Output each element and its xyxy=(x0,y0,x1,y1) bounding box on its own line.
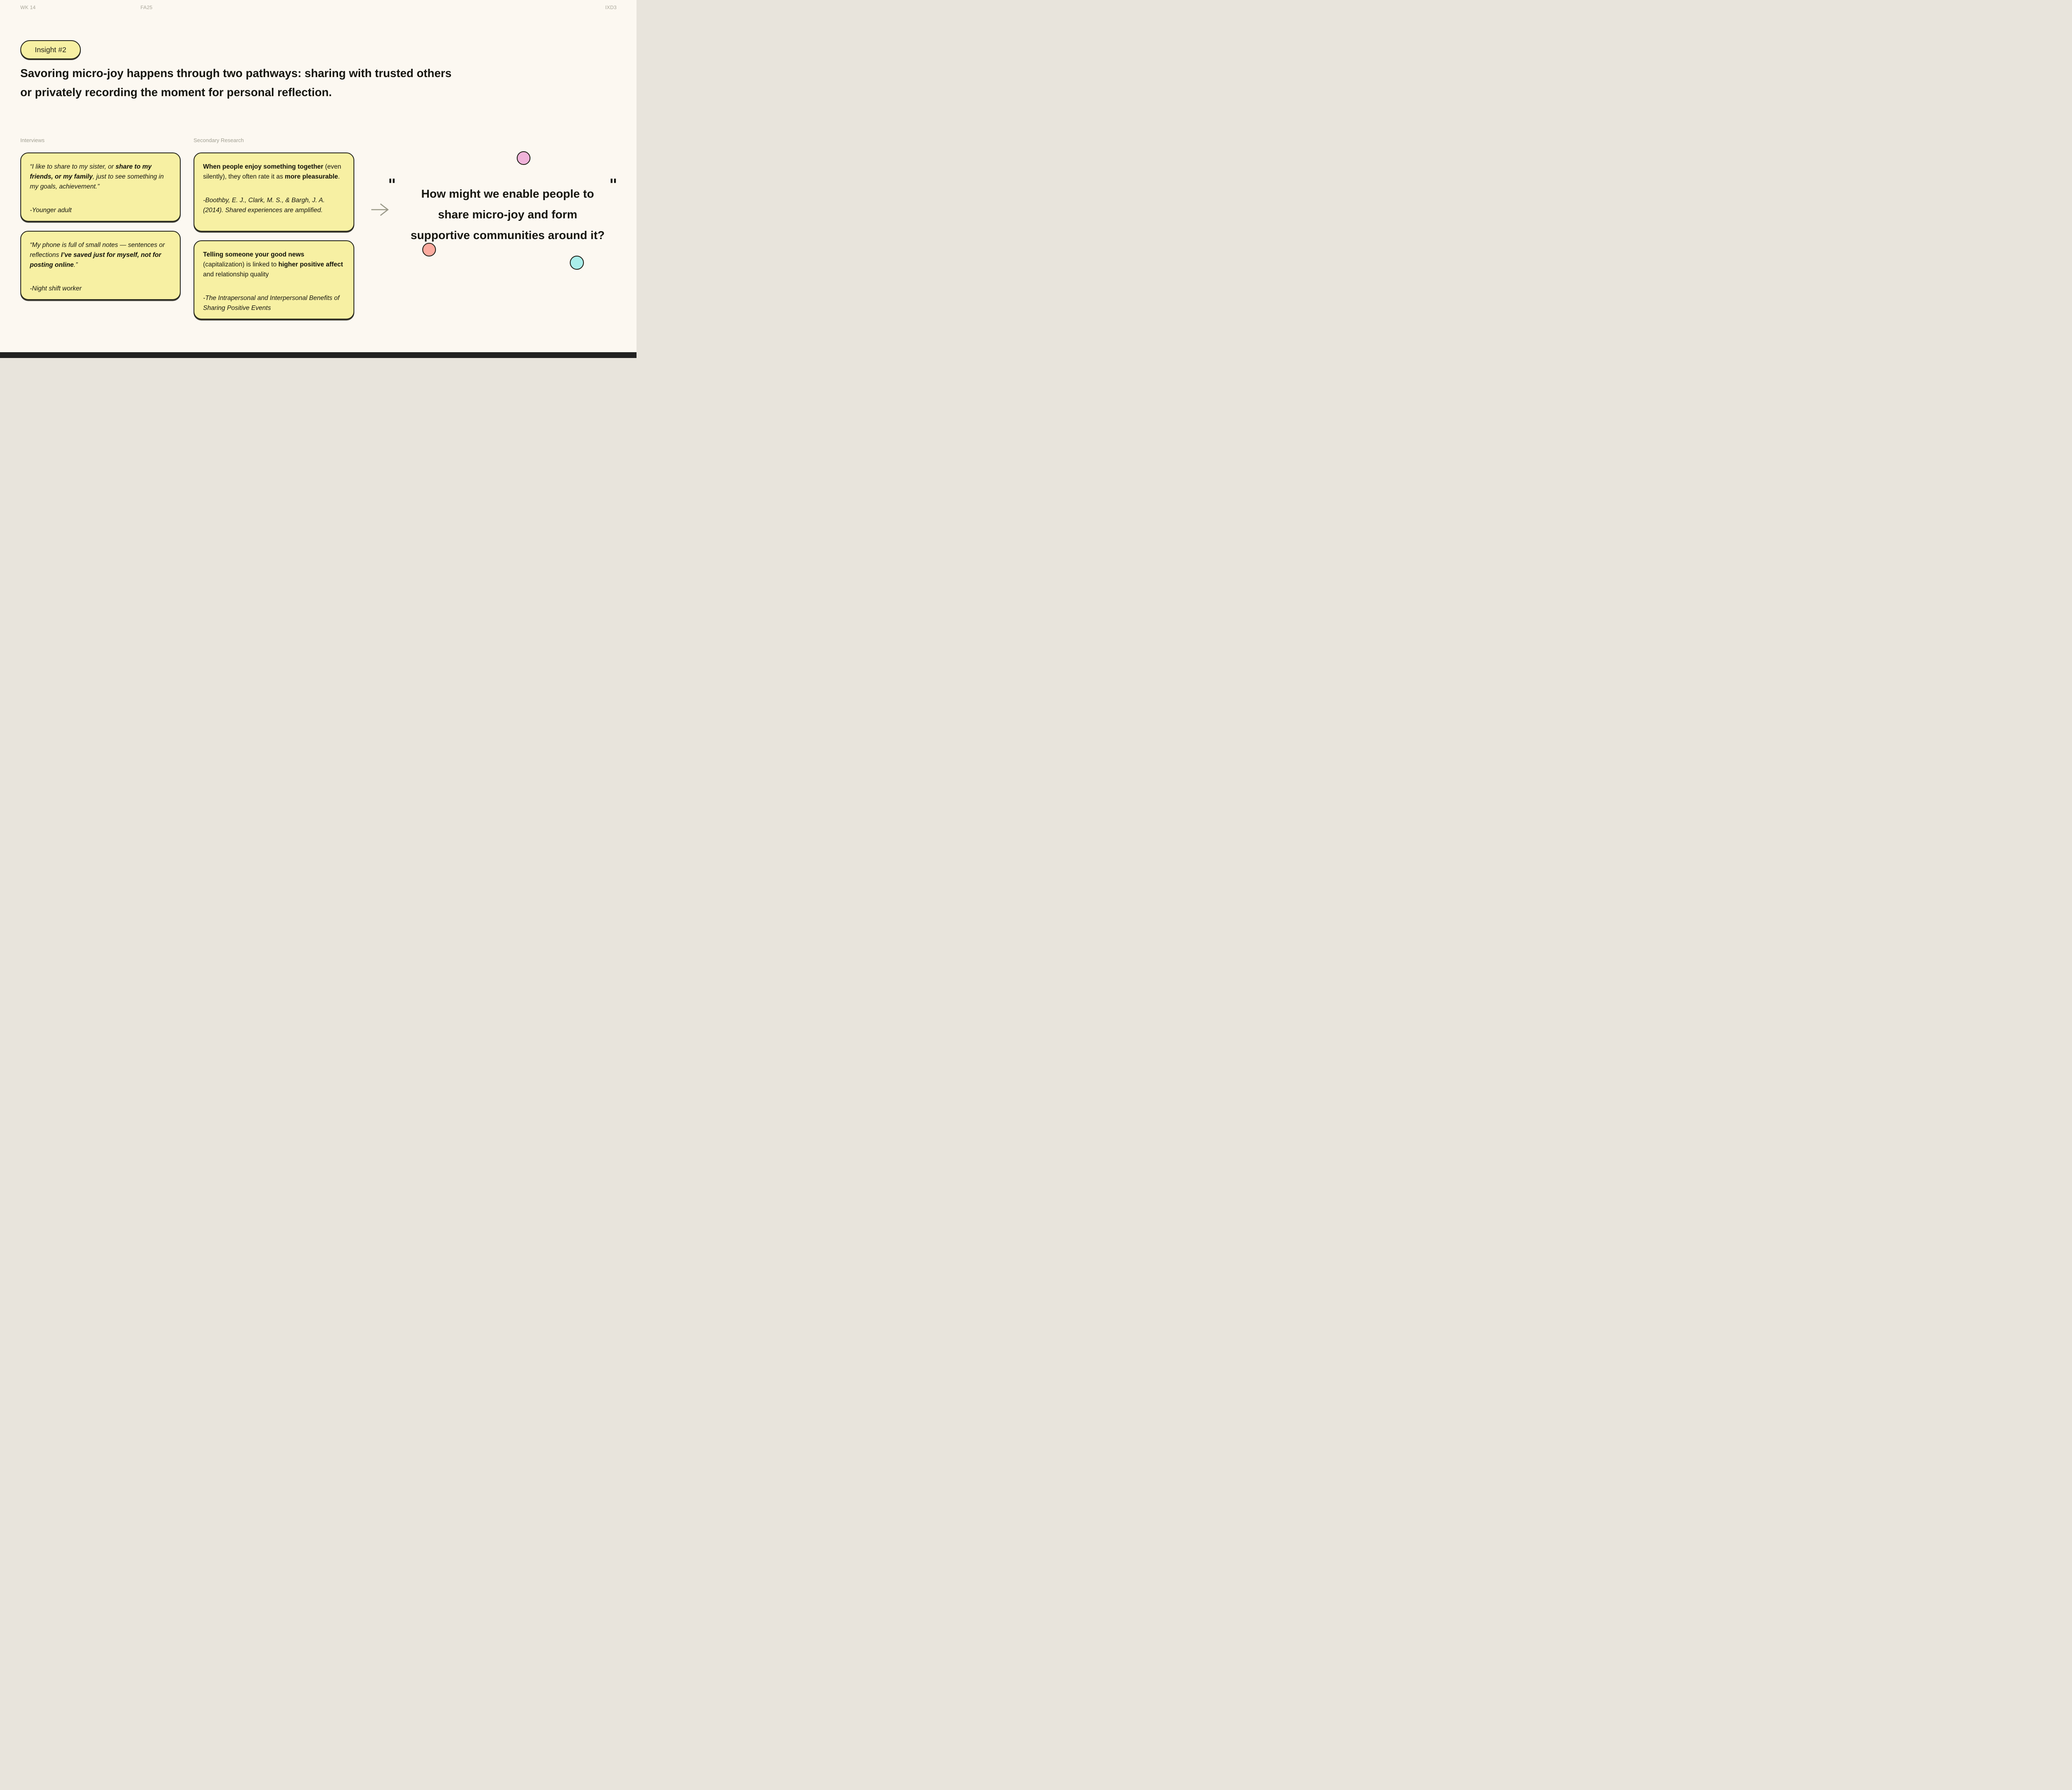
course-label: IXD3 xyxy=(605,5,617,10)
insight-badge-label: Insight #2 xyxy=(35,45,66,54)
research-finding: When people enjoy something together (ev… xyxy=(203,163,341,180)
secondary-research-card-2[interactable]: Telling someone your good news (capitali… xyxy=(194,240,354,319)
cyan-dot[interactable] xyxy=(570,256,584,270)
research-finding: Telling someone your good news (capitali… xyxy=(203,251,343,278)
pink-dot[interactable] xyxy=(517,151,530,165)
whiteboard-canvas: WK 14 FA25 IXD3 Insight #2 Savoring micr… xyxy=(0,0,637,358)
interview-card-2[interactable]: “My phone is full of small notes — sente… xyxy=(20,231,181,300)
insight-heading-line2: or privately recording the moment for pe… xyxy=(20,86,332,99)
right-arrow-icon xyxy=(371,203,389,216)
week-label: WK 14 xyxy=(20,5,36,10)
secondary-research-section-label: Secondary Research xyxy=(194,137,244,143)
research-citation: -Boothby, E. J., Clark, M. S., & Bargh, … xyxy=(203,197,325,214)
interview-attribution: -Night shift worker xyxy=(30,285,82,292)
insight-badge[interactable]: Insight #2 xyxy=(20,40,81,59)
hmw-line1: How might we enable people to xyxy=(421,187,594,200)
close-quote-icon: " xyxy=(609,176,617,194)
term-label: FA25 xyxy=(140,5,152,10)
hmw-line3: supportive communities around it? xyxy=(410,229,605,242)
interview-quote: “I like to share to my sister, or share … xyxy=(30,163,164,190)
interview-quote: “My phone is full of small notes — sente… xyxy=(30,242,165,268)
hmw-line2: share micro-joy and form xyxy=(438,208,578,221)
secondary-research-card-1[interactable]: When people enjoy something together (ev… xyxy=(194,152,354,232)
open-quote-icon: " xyxy=(388,176,396,194)
insight-heading-line1: Savoring micro-joy happens through two p… xyxy=(20,67,452,80)
hmw-question[interactable]: How might we enable people to share micr… xyxy=(392,184,624,246)
research-citation: -The Intrapersonal and Interpersonal Ben… xyxy=(203,295,340,312)
interview-card-1[interactable]: “I like to share to my sister, or share … xyxy=(20,152,181,222)
salmon-dot[interactable] xyxy=(422,243,436,256)
interview-attribution: -Younger adult xyxy=(30,207,72,214)
canvas-bottom-edge xyxy=(0,352,637,358)
interviews-section-label: Interviews xyxy=(20,137,45,143)
insight-heading: Savoring micro-joy happens through two p… xyxy=(20,64,509,102)
